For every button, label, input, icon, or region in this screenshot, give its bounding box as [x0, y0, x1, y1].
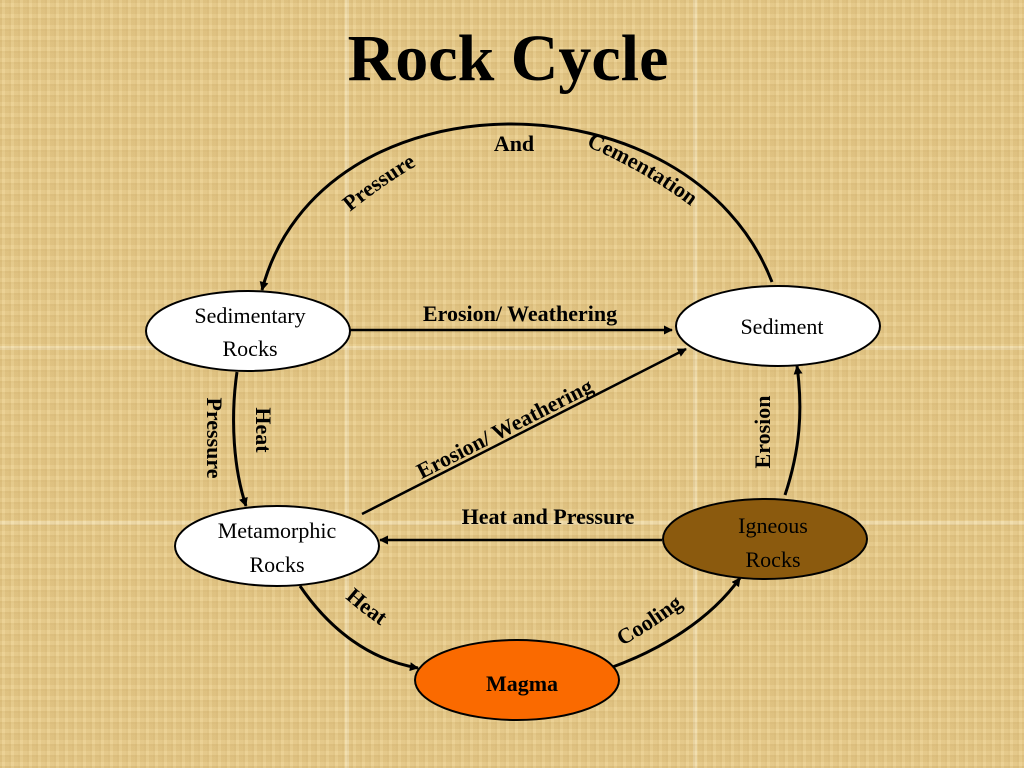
node-sedimentary-rocks: Sedimentary Rocks	[145, 290, 351, 372]
node-igneous-line1: Igneous	[738, 513, 808, 538]
arrow-magma-to-igneous	[609, 577, 742, 670]
label-heat-left: Heat	[251, 407, 276, 453]
label-cooling: Cooling	[612, 590, 686, 651]
node-metamorphic-line1: Metamorphic	[218, 518, 337, 543]
arrow-sediment-to-sedimentary	[259, 122, 774, 291]
node-sedimentary-line1: Sedimentary	[194, 303, 305, 328]
arrow-sedimentary-to-metamorphic	[232, 371, 248, 507]
node-sediment-label: Sediment	[740, 314, 823, 339]
node-igneous-line2: Rocks	[746, 547, 801, 572]
arrow-igneous-to-sediment	[783, 365, 803, 496]
label-heat-bottom: Heat	[342, 583, 393, 630]
label-erosion-right: Erosion	[750, 396, 775, 469]
arrow-metamorphic-to-magma	[298, 585, 419, 672]
node-metamorphic-rocks: Metamorphic Rocks	[174, 505, 380, 587]
node-magma: Magma	[414, 639, 620, 721]
node-igneous-rocks: Igneous Rocks	[662, 498, 868, 580]
node-magma-label: Magma	[486, 671, 558, 696]
page-title: Rock Cycle	[348, 22, 669, 95]
label-cementation-top: Cementation	[584, 128, 703, 210]
arrow-metamorphic-to-sediment	[361, 347, 687, 516]
label-erosion-weathering-diagonal: Erosion/ Weathering	[412, 373, 596, 483]
node-metamorphic-line2: Rocks	[250, 552, 305, 577]
label-and-top: And	[494, 131, 534, 156]
label-heat-and-pressure: Heat and Pressure	[462, 504, 635, 529]
label-pressure-top: Pressure	[338, 148, 420, 216]
node-sedimentary-line2: Rocks	[223, 336, 278, 361]
node-sediment: Sediment	[675, 285, 881, 367]
label-pressure-left: Pressure	[202, 397, 227, 478]
label-erosion-weathering-horizontal: Erosion/ Weathering	[423, 301, 617, 326]
